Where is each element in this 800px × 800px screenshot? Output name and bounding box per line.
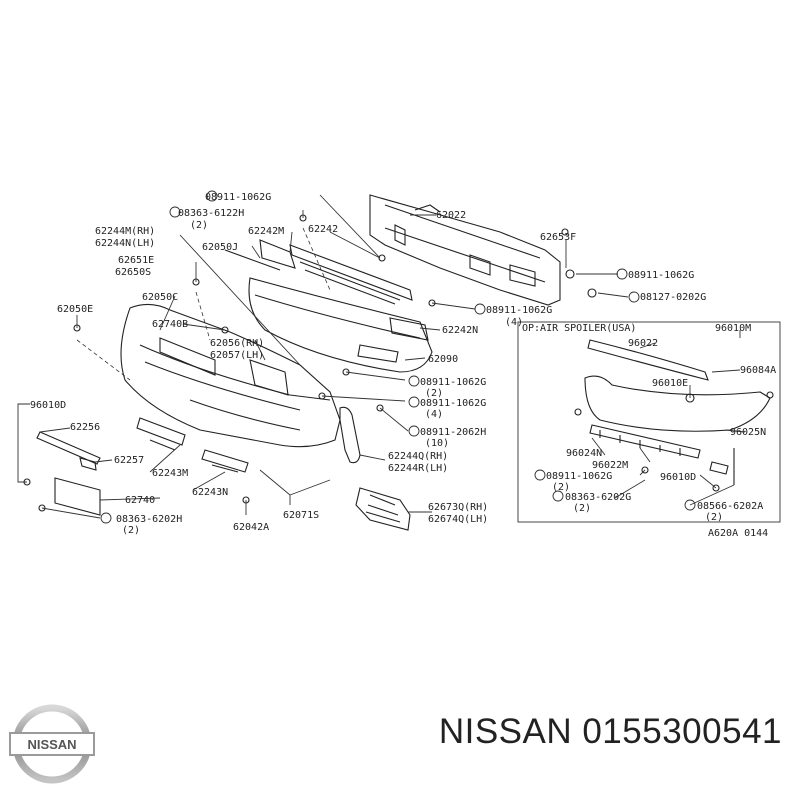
label-08911-right: 08911-1062G	[628, 270, 694, 281]
label-62056: 62056(RH)	[210, 338, 264, 349]
reinforcement-beam	[369, 194, 561, 306]
label-62042a: 62042A	[233, 522, 269, 533]
label-08911-inset: 08911-1062G	[546, 471, 612, 482]
lower-grille	[136, 417, 249, 473]
label-62090: 62090	[428, 354, 458, 365]
label-08911-d-qty: (2)	[425, 388, 443, 399]
nissan-logo: NISSAN	[9, 704, 95, 784]
label-08363-bottom-qty: (2)	[122, 525, 140, 536]
label-62673q: 62673Q(RH)	[428, 502, 488, 513]
label-96010d: 96010D	[30, 400, 66, 411]
label-inset-title: OP:AIR SPOILER(USA)	[522, 323, 636, 334]
label-08566: 08566-6202A	[697, 501, 763, 512]
label-62651e: 62651E	[118, 255, 154, 266]
label-96084a: 96084A	[740, 365, 776, 376]
label-08363-top-qty: (2)	[190, 220, 208, 231]
label-96010e: 96010E	[652, 378, 688, 389]
label-62242m: 62242M	[248, 226, 284, 237]
label-62243n: 62243N	[192, 487, 228, 498]
label-62244n: 62244N(LH)	[95, 238, 155, 249]
label-08363-bottom: 08363-6202H	[116, 514, 182, 525]
label-62050j: 62050J	[202, 242, 238, 253]
label-08363-inset-qty: (2)	[573, 503, 591, 514]
fasteners	[23, 214, 597, 512]
label-62650s: 62650S	[115, 267, 151, 278]
label-96025n: 96025N	[730, 427, 766, 438]
label-08911-e: 08911-1062G	[420, 398, 486, 409]
label-62256: 62256	[70, 422, 100, 433]
svg-text:NISSAN: NISSAN	[27, 737, 76, 752]
label-62257: 62257	[114, 455, 144, 466]
label-96024n: 96024N	[566, 448, 602, 459]
label-62050c: 62050C	[142, 292, 178, 303]
part-number-caption: NISSAN 0155300541	[438, 712, 782, 751]
absorber-strips	[259, 239, 429, 341]
label-08911-top: 08911-1062G	[205, 192, 271, 203]
leader-lines	[17, 194, 629, 519]
label-62243m: 62243M	[152, 468, 188, 479]
label-96010d-inset: 96010D	[660, 472, 696, 483]
label-62057: 62057(LH)	[210, 350, 264, 361]
label-62022: 62022	[436, 210, 466, 221]
side-bracket	[339, 406, 361, 464]
label-62740: 62740	[125, 495, 155, 506]
label-08363-top: 08363-6122H	[178, 208, 244, 219]
label-62653f: 62653F	[540, 232, 576, 243]
label-62740b: 62740B	[152, 319, 188, 330]
label-08911-d: 08911-1062G	[420, 377, 486, 388]
label-08911-f: 08911-2062H	[420, 427, 486, 438]
label-62050e: 62050E	[57, 304, 93, 315]
label-96022: 96022	[628, 338, 658, 349]
label-62674q: 62674Q(LH)	[428, 514, 488, 525]
label-62244q: 62244Q(RH)	[388, 451, 448, 462]
label-08911-f-qty: (10)	[425, 438, 449, 449]
label-08363-inset: 08363-6202G	[565, 492, 631, 503]
label-62244m: 62244M(RH)	[95, 226, 155, 237]
label-08127: 08127-0202G	[640, 292, 706, 303]
label-08911-inset-qty: (2)	[552, 482, 570, 493]
label-62244r: 62244R(LH)	[388, 463, 448, 474]
label-08911-mid-qty: (4)	[505, 317, 523, 328]
label-08566-qty: (2)	[705, 512, 723, 523]
air-duct	[355, 487, 411, 531]
label-62071s: 62071S	[283, 510, 319, 521]
label-96022m: 96022M	[592, 460, 628, 471]
plate-bracket	[36, 431, 101, 516]
label-08911-e-qty: (4)	[425, 409, 443, 420]
air-spoiler-inset	[517, 321, 781, 523]
label-96010m: 96010M	[715, 323, 751, 334]
part-labels: 62022 62653F 08911-1062G 08363-6122H (2)…	[30, 190, 776, 539]
label-62242n: 62242N	[442, 325, 478, 336]
label-ref-code: A620A 0144	[708, 528, 768, 539]
label-08911-mid: 08911-1062G	[486, 305, 552, 316]
bumper-facing-middle	[224, 249, 433, 373]
label-62242: 62242	[308, 224, 338, 235]
bumper-cover	[120, 303, 341, 448]
